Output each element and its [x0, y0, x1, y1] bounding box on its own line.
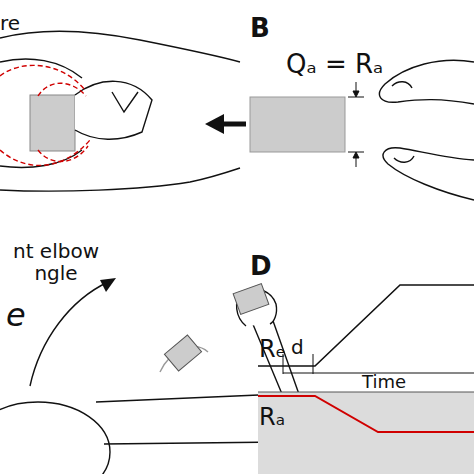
grasp-hand [0, 31, 240, 191]
index-finger [379, 60, 474, 104]
dashed-finger [0, 140, 90, 165]
finger-nail [392, 82, 412, 88]
dashed-finger [0, 65, 85, 90]
thumb-nail [394, 156, 414, 162]
panel-letter: B [250, 14, 270, 43]
held-object [164, 335, 201, 371]
dashed-finger [38, 146, 88, 162]
grip-region [258, 392, 474, 474]
dimension-arrowhead [353, 152, 359, 158]
panel-letter: D [250, 252, 272, 281]
thumb [383, 148, 474, 200]
pull-arrowhead [205, 114, 224, 134]
axis-label: Time [362, 372, 406, 392]
hand-outline [0, 31, 240, 62]
hidden-fingers [0, 65, 90, 165]
dimension-arrowhead [353, 91, 359, 97]
rotation-arrowhead [100, 278, 116, 292]
signal-name: Rₐ [259, 404, 285, 430]
thumb-outline [75, 81, 152, 139]
angle-symbol: e [6, 298, 26, 333]
dashed-finger [38, 83, 86, 96]
thumb-nail [112, 92, 138, 112]
finger-outline [0, 59, 82, 78]
body-outline [0, 402, 110, 474]
rotation-arc [30, 282, 108, 386]
equation: Qₐ = Rₐ [286, 50, 383, 79]
held-object [233, 284, 269, 315]
delay-label: d [291, 336, 304, 358]
grip-trace [258, 396, 474, 432]
signal-name: Rₑ [259, 336, 286, 362]
grasped-object [30, 95, 75, 151]
panel-caption: nt elbow ngle [0, 240, 112, 284]
elbow-trace [258, 285, 474, 366]
panel-caption: re [0, 12, 20, 34]
pinch-hand [379, 60, 474, 200]
thumb [75, 81, 152, 139]
pinched-object [250, 97, 345, 152]
dimension-marks [348, 82, 364, 167]
pull-arrow [222, 122, 246, 127]
delay-marker [313, 354, 314, 374]
hand-outline [0, 168, 240, 191]
